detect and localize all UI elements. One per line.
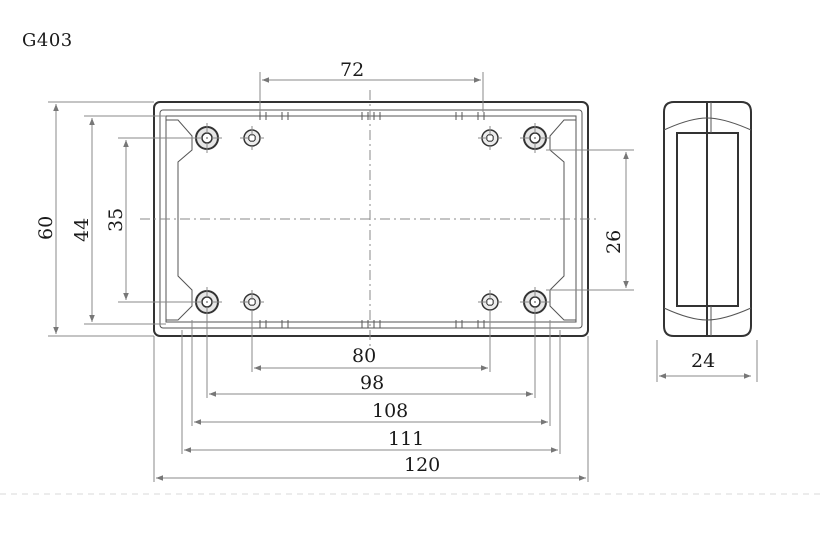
- hole-centerlines: [192, 123, 550, 317]
- front-view: [140, 90, 600, 350]
- side-view: [656, 101, 758, 382]
- left-wall-profile: [166, 119, 193, 321]
- page-title: G403: [22, 30, 73, 51]
- dim-label-44: 44: [71, 218, 93, 242]
- dim-label-120: 120: [404, 454, 440, 476]
- dim-label-98: 98: [360, 372, 384, 394]
- dim-label-24: 24: [691, 350, 715, 372]
- dim-label-80: 80: [352, 345, 376, 367]
- top-notches: [259, 112, 485, 120]
- extension-lines: [48, 72, 634, 482]
- dimension-lines: [53, 77, 751, 481]
- dim-label-72: 72: [340, 59, 364, 81]
- dim-label-26: 26: [603, 230, 625, 254]
- bottom-notches: [259, 320, 485, 328]
- side-top-curve: [663, 117, 752, 131]
- dim-label-111: 111: [388, 428, 424, 450]
- side-bottom-curve: [663, 307, 752, 321]
- dim-label-108: 108: [372, 400, 408, 422]
- dim-label-35: 35: [105, 208, 127, 232]
- side-outline: [663, 101, 752, 337]
- dim-label-60: 60: [35, 216, 57, 240]
